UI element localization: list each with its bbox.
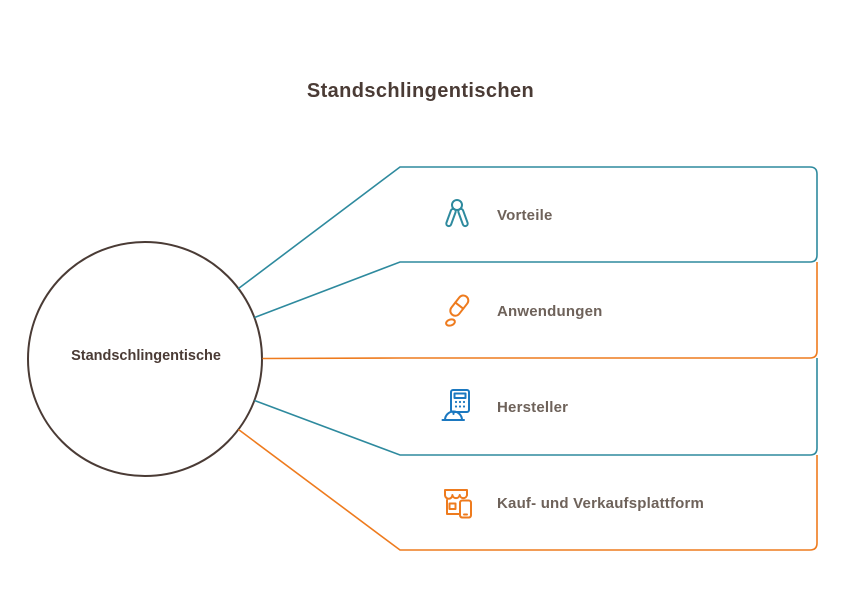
list-item-anwendungen: Anwendungen (437, 289, 603, 333)
center-circle (27, 241, 263, 477)
calculator-hardhat-icon (437, 387, 477, 427)
list-item-kauf-verkaufsplattform: Kauf- und Verkaufsplattform (437, 481, 704, 525)
list-item-vorteile: Vorteile (437, 193, 553, 237)
row-label: Hersteller (497, 398, 569, 416)
capsule-icon (437, 291, 477, 331)
row-label: Kauf- und Verkaufsplattform (497, 494, 705, 512)
band-3-outline (254, 358, 818, 456)
page-title: Standschlingentischen (306, 80, 535, 102)
center-label: Standschlingentische (71, 348, 221, 364)
list-item-hersteller: Hersteller (437, 385, 568, 429)
storefront-phone-icon (437, 483, 477, 523)
row-label: Vorteile (497, 206, 553, 224)
band-4-outline (238, 428, 818, 551)
band-2-outline (262, 262, 818, 360)
band-1-outline (238, 166, 818, 319)
row-label: Anwendungen (497, 302, 603, 320)
hand-grip-icon (437, 195, 477, 235)
